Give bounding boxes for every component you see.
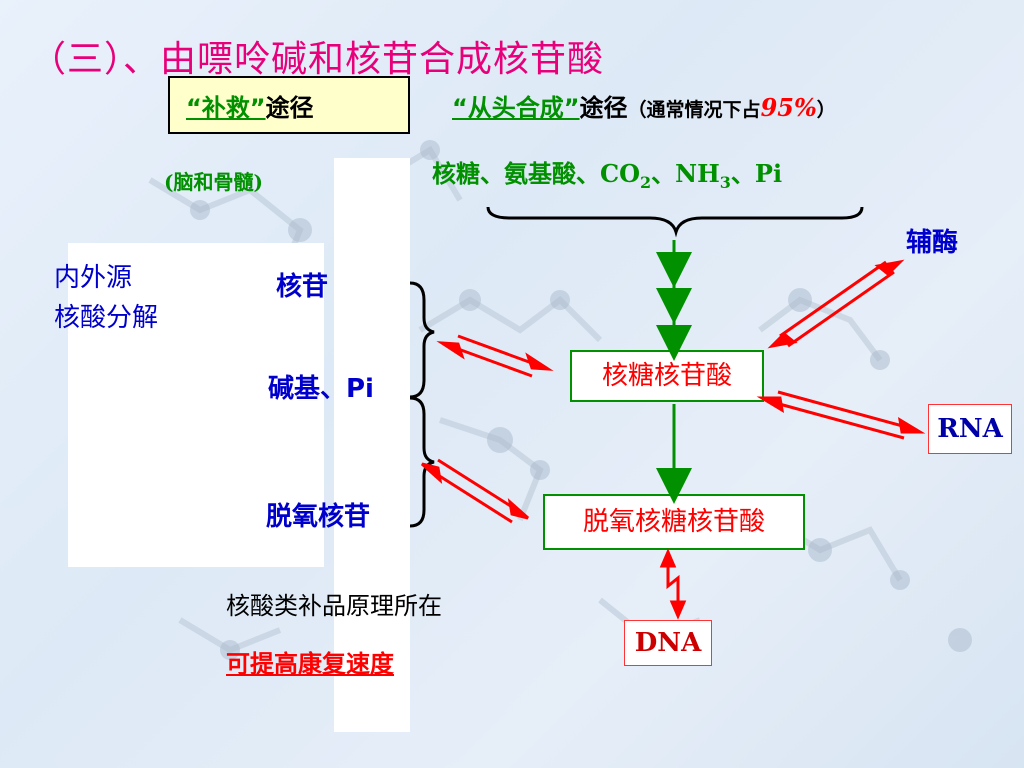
coenzyme-label: 辅酶 — [906, 228, 959, 258]
salvage-to-rnt-arrow — [436, 334, 554, 378]
denovo-path-word: 途径 — [579, 94, 628, 122]
precursor-brace — [486, 206, 864, 238]
coenzyme-rnt-arrow — [767, 259, 905, 349]
denovo-note-suffix: ） — [816, 99, 836, 121]
salvage-quote: “补救” — [186, 94, 266, 122]
salvage-pathway-label: “补救”途径 — [186, 88, 314, 123]
dna-box — [624, 620, 712, 666]
nucleoside-label: 核苷 — [276, 272, 329, 302]
slide-title: （三）、由嘌呤碱和核苷合成核苷酸 — [30, 39, 605, 80]
rna-label: RNA — [937, 414, 1003, 444]
dnt-dna-arrow — [659, 548, 687, 620]
precursors-part2: 、NH — [651, 159, 720, 188]
supplement-note: 核酸类补品原理所在 — [226, 592, 442, 620]
deoxyribonucleotide-label: 脱氧核糖核苷酸 — [582, 507, 765, 537]
deoxynucleoside-label: 脱氧核苷 — [266, 502, 371, 532]
rna-box — [928, 404, 1012, 454]
salvage-path-word: 途径 — [265, 94, 314, 122]
denovo-percent: 95% — [760, 93, 817, 122]
precursors-part3: 、Pi — [730, 159, 783, 188]
denovo-pathway-label: “从头合成”途径（通常情况下占95%） — [452, 88, 836, 123]
left-white-panel — [68, 243, 324, 567]
base-pi-label: 碱基、Pi — [268, 374, 374, 404]
precursors-sub1: 2 — [640, 172, 652, 192]
precursors-sub2: 3 — [719, 172, 731, 192]
source-line2: 核酸分解 — [54, 303, 159, 333]
ribonucleotide-label: 核糖核苷酸 — [601, 361, 732, 391]
nucleic-acid-source: 内外源 核酸分解 — [54, 258, 158, 338]
salvage-to-dnt-arrow — [421, 458, 529, 524]
dna-label: DNA — [634, 628, 702, 658]
rnt-rna-arrow — [756, 390, 926, 440]
brace-lower — [409, 396, 435, 528]
brace-upper — [409, 281, 435, 399]
denovo-note-prefix: （通常情况下占 — [627, 99, 761, 121]
source-line1: 内外源 — [54, 263, 133, 293]
salvage-pathway-box — [168, 76, 410, 134]
precursors-part1: 核糖、氨基酸、CO — [432, 159, 641, 188]
center-white-column — [334, 158, 410, 732]
denovo-precursors: 核糖、氨基酸、CO2、NH3、Pi — [432, 154, 782, 192]
denovo-quote: “从头合成” — [452, 94, 580, 122]
salvage-site-label: (脑和骨髓) — [164, 170, 263, 194]
recovery-note: 可提高康复速度 — [226, 650, 394, 678]
